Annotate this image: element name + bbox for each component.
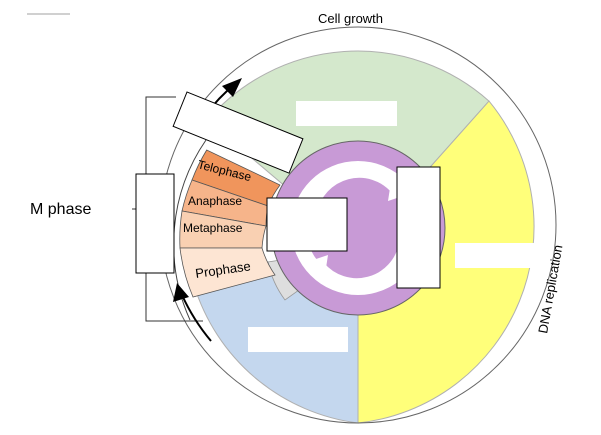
metaphase-label: Metaphase xyxy=(183,221,243,235)
anaphase-label: Anaphase xyxy=(188,194,242,208)
arrow-up-left-icon xyxy=(173,283,212,342)
dna-replication-label: DNA replication xyxy=(535,244,565,335)
prophase-band xyxy=(179,247,276,298)
blank-g2-label xyxy=(248,327,348,352)
s-sector xyxy=(357,100,535,424)
m-phase-label: M phase xyxy=(30,201,91,218)
blank-box-m-phase xyxy=(135,173,175,274)
blank-g1-label xyxy=(296,101,397,126)
blank-box-tilted xyxy=(172,91,304,174)
blank-box-right xyxy=(396,166,441,289)
blank-box-center xyxy=(266,197,348,252)
cell-growth-label: Cell growth xyxy=(318,11,383,26)
blank-s-label xyxy=(455,243,537,268)
